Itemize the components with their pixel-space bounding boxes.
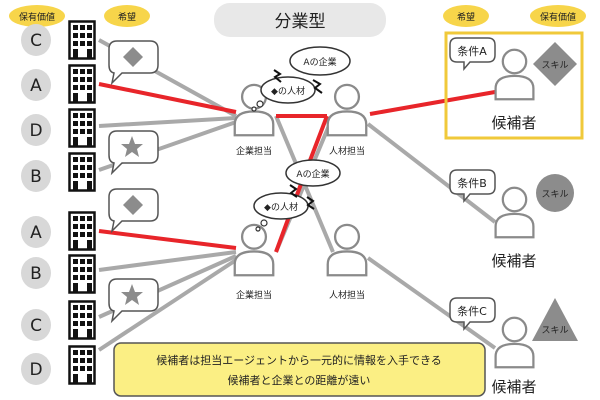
value-badge [21, 69, 51, 101]
value-grade: A [30, 223, 42, 243]
company-row-1: C [21, 20, 96, 60]
person-icon [494, 316, 535, 369]
company-row-4: B [21, 152, 96, 192]
company-column: C A D B A B C [21, 20, 96, 385]
talent-agent-bottom: 人材担当 [326, 223, 368, 301]
header-left-value [9, 5, 65, 27]
company-row-2: A [21, 64, 96, 104]
note-banner: 候補者は担当エージェントから一元的に情報を入手できる 候補者と企業との距離が遠い [113, 342, 486, 397]
hope-bubble-4 [108, 278, 159, 324]
bubble-text: ◆の人材 [264, 201, 298, 213]
company-agent-top: 企業担当 [233, 83, 275, 157]
value-grade: A [30, 76, 42, 96]
star-icon [121, 136, 143, 157]
lightning-icon [306, 196, 315, 210]
person-icon [233, 223, 275, 277]
building-icon [68, 108, 96, 148]
company-agent-label: 企業担当 [236, 145, 272, 157]
bubble-text: Aの企業 [296, 168, 329, 180]
note-line-1: 候補者は担当エージェントから一元的に情報を入手できる [156, 353, 442, 367]
value-grade: D [29, 360, 42, 380]
circle-icon [536, 174, 574, 212]
condition-label: 条件A [457, 44, 487, 58]
thought-bubble-company-top: Aの企業 [289, 46, 351, 76]
skill-label: スキル [541, 190, 568, 200]
building-icon [68, 211, 96, 251]
value-grade: B [30, 264, 42, 284]
talent-agent-label: 人材担当 [329, 289, 365, 301]
value-badge [21, 309, 51, 341]
company-row-7: C [21, 300, 96, 341]
company-row-6: B [21, 254, 96, 294]
header-right-value [530, 5, 586, 27]
condition-label: 条件C [457, 304, 487, 318]
skill-label: スキル [541, 61, 568, 71]
candidate-a: 条件A スキル 候補者 [444, 31, 584, 140]
header-right-hope [443, 5, 489, 27]
thought-bubble-company-mid: Aの企業 [285, 159, 341, 187]
value-grade: B [30, 167, 42, 187]
value-badge [21, 216, 51, 248]
header-right-hope-label: 希望 [457, 11, 475, 23]
candidate-c: 条件C スキル 候補者 [449, 297, 578, 396]
star-icon [121, 284, 143, 305]
building-icon [68, 64, 96, 104]
company-agent-label: 企業担当 [236, 289, 272, 301]
company-row-5: A [21, 211, 96, 251]
bubble-text: Aの企業 [303, 56, 336, 68]
title-box [214, 3, 386, 37]
person-icon [494, 186, 535, 239]
diamond-icon [123, 195, 143, 215]
person-icon [326, 83, 368, 137]
building-icon [68, 20, 96, 60]
building-icon [68, 152, 96, 192]
person-icon [494, 48, 535, 101]
company-row-3: D [21, 108, 96, 148]
hope-bubble-3 [108, 188, 159, 234]
diamond-icon [123, 47, 143, 67]
value-badge [21, 24, 51, 56]
thought-bubble-talent-mid: ◆の人材 [253, 192, 309, 232]
highlight-box [444, 31, 584, 140]
company-agent-bottom: 企業担当 [233, 223, 275, 301]
lightning-icon [312, 79, 323, 94]
lightning-icon [273, 69, 282, 83]
note-line-2: 候補者と企業との距離が遠い [228, 373, 371, 387]
header-left-hope [104, 5, 150, 27]
company-row-8: D [21, 345, 96, 385]
value-badge [21, 353, 51, 385]
candidate-name: 候補者 [491, 114, 536, 132]
condition-label: 条件B [457, 176, 487, 190]
building-icon [68, 300, 96, 340]
hope-bubble-2 [108, 130, 159, 176]
header-right-value-label: 保有価値 [540, 11, 576, 23]
header-left-hope-label: 希望 [118, 11, 136, 23]
candidate-name: 候補者 [491, 378, 536, 396]
building-icon [68, 345, 96, 385]
lightning-icon [289, 184, 298, 198]
value-badge [21, 257, 51, 289]
header-left-value-label: 保有価値 [19, 11, 55, 23]
candidate-b: 条件B スキル 候補者 [449, 169, 574, 270]
candidate-name: 候補者 [491, 252, 536, 270]
hope-bubble-1 [108, 40, 159, 86]
bubble-text: ◆の人材 [271, 85, 305, 97]
value-grade: D [29, 121, 42, 141]
triangle-icon [532, 298, 578, 341]
building-icon [68, 254, 96, 294]
talent-agent-top: 人材担当 [326, 83, 368, 157]
value-badge [21, 160, 51, 192]
value-badge [21, 114, 51, 146]
value-grade: C [30, 316, 42, 336]
skill-label: スキル [541, 326, 568, 336]
value-grade: C [30, 31, 42, 51]
talent-agent-label: 人材担当 [329, 145, 365, 157]
page-title: 分業型 [275, 12, 326, 32]
thought-bubble-talent-top: ◆の人材 [251, 76, 316, 112]
diamond-icon [533, 42, 577, 86]
